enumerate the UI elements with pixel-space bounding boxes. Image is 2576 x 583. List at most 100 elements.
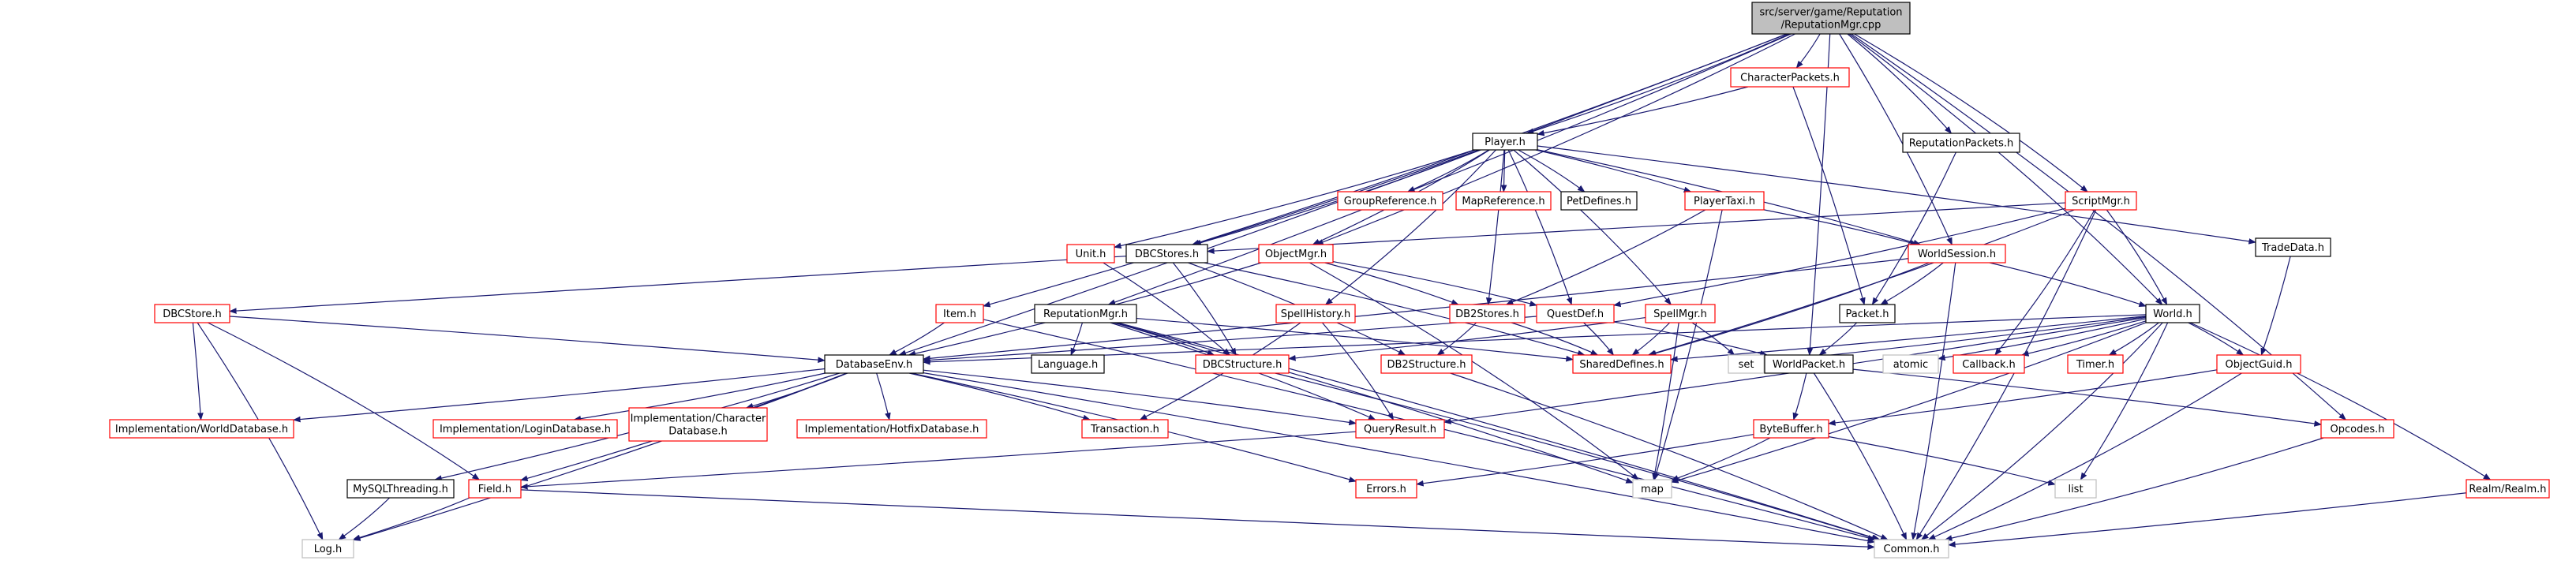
edge-root-to-world <box>1848 33 2163 305</box>
node-transaction[interactable]: Transaction.h <box>1081 419 1169 439</box>
node-label-databaseenv: DatabaseEnv.h <box>836 359 913 371</box>
edge-unit-to-dbcstructure <box>1103 262 1230 356</box>
node-box-errors <box>1355 479 1417 499</box>
node-map[interactable]: map <box>1632 479 1672 499</box>
node-callback[interactable]: Callback.h <box>1953 354 2025 374</box>
node-label-root: src/server/game/Reputation <box>1759 7 1902 19</box>
edge-playertaxi-to-worldsession <box>1763 209 1918 246</box>
node-implworld[interactable]: Implementation/WorldDatabase.h <box>109 419 294 439</box>
edge-player-to-playertaxi <box>1535 149 1692 193</box>
node-box-petdefines <box>1560 191 1638 211</box>
edge-player-to-petdefines <box>1518 149 1586 192</box>
node-worldsession[interactable]: WorldSession.h <box>1908 244 2006 263</box>
node-implhotfix[interactable]: Implementation/HotfixDatabase.h <box>796 419 987 439</box>
node-mysqlthreading[interactable]: MySQLThreading.h <box>346 479 455 499</box>
edge-queryresult-to-field <box>520 431 1357 490</box>
edge-objectguid-to-bytebuffer <box>1828 369 2218 426</box>
edge-root-to-player <box>1526 33 1790 134</box>
node-db2structure[interactable]: DB2Structure.h <box>1380 354 1473 374</box>
edge-player-to-spellmgr <box>1513 149 1672 305</box>
node-spellmgr[interactable]: SpellMgr.h <box>1645 304 1716 323</box>
node-field[interactable]: Field.h <box>468 479 522 499</box>
node-timer[interactable]: Timer.h <box>2067 354 2124 374</box>
node-box-impllogin <box>432 419 618 439</box>
node-impllogin[interactable]: Implementation/LoginDatabase.h <box>432 419 618 439</box>
node-queryresult[interactable]: QueryResult.h <box>1355 419 1445 439</box>
node-language[interactable]: Language.h <box>1031 354 1105 374</box>
edge-characterpackets-to-packet <box>1792 86 1866 305</box>
node-box-objectguid <box>2216 354 2301 374</box>
edge-databaseenv-to-log <box>353 372 848 541</box>
node-petdefines[interactable]: PetDefines.h <box>1560 191 1638 211</box>
edge-spellmgr-to-shareddefines <box>1631 322 1671 356</box>
node-label-scriptmgr: ScriptMgr.h <box>2072 196 2130 207</box>
node-label-reputationmgr: ReputationMgr.h <box>1043 308 1128 320</box>
node-errors[interactable]: Errors.h <box>1355 479 1417 499</box>
node-scriptmgr[interactable]: ScriptMgr.h <box>2065 191 2137 211</box>
node-label-transaction: Transaction.h <box>1090 424 1159 435</box>
node-bytebuffer[interactable]: ByteBuffer.h <box>1753 419 1829 439</box>
node-atomic[interactable]: atomic <box>1882 354 1939 374</box>
edge-spellmgr-to-set <box>1691 322 1735 356</box>
edge-reputationpackets-to-packet <box>1871 151 1956 305</box>
node-list[interactable]: list <box>2054 479 2097 499</box>
node-box-objectmgr <box>1258 244 1334 263</box>
node-characterpackets[interactable]: CharacterPackets.h <box>1730 67 1850 88</box>
node-item[interactable]: Item.h <box>935 304 984 323</box>
node-shareddefines[interactable]: SharedDefines.h <box>1572 354 1672 374</box>
node-reputationmgr[interactable]: ReputationMgr.h <box>1034 304 1137 323</box>
node-playertaxi[interactable]: PlayerTaxi.h <box>1684 191 1765 211</box>
node-mapreference[interactable]: MapReference.h <box>1455 191 1552 211</box>
node-common[interactable]: Common.h <box>1874 539 1949 559</box>
edge-player-to-unit <box>1114 149 1475 249</box>
node-objectguid[interactable]: ObjectGuid.h <box>2216 354 2301 374</box>
edge-scriptmgr-to-world <box>2106 209 2168 305</box>
node-label-field: Field.h <box>478 484 511 495</box>
node-label-questdef: QuestDef.h <box>1547 308 1604 320</box>
edge-spellhistory-to-queryresult <box>1321 322 1395 420</box>
edge-world-to-common <box>1921 322 2163 540</box>
node-world[interactable]: World.h <box>2145 304 2200 323</box>
node-worldpacket[interactable]: WorldPacket.h <box>1764 354 1854 374</box>
node-box-questdef <box>1536 304 1615 323</box>
edge-worldsession-to-world <box>1989 262 2147 307</box>
edge-bytebuffer-to-errors <box>1416 433 1754 487</box>
node-box-mapreference <box>1455 191 1552 211</box>
node-spellhistory[interactable]: SpellHistory.h <box>1275 304 1356 323</box>
edge-scriptmgr-to-shareddefines <box>1647 209 2075 357</box>
node-packet[interactable]: Packet.h <box>1839 304 1896 323</box>
node-player[interactable]: Player.h <box>1472 133 1538 151</box>
edge-field-to-common <box>520 489 1875 550</box>
node-box-map <box>1632 479 1672 499</box>
node-databaseenv[interactable]: DatabaseEnv.h <box>824 354 924 374</box>
node-box-list <box>2054 479 2097 499</box>
node-box-db2stores <box>1449 304 1526 323</box>
node-log[interactable]: Log.h <box>301 539 354 559</box>
node-objectmgr[interactable]: ObjectMgr.h <box>1258 244 1334 263</box>
node-questdef[interactable]: QuestDef.h <box>1536 304 1615 323</box>
node-unit[interactable]: Unit.h <box>1066 244 1115 263</box>
node-box-unit <box>1066 244 1115 263</box>
node-box-spellhistory <box>1275 304 1356 323</box>
node-root: src/server/game/Reputation/ReputationMgr… <box>1751 2 1911 35</box>
node-realm[interactable]: Realm/Realm.h <box>2466 479 2550 499</box>
node-set[interactable]: set <box>1728 354 1765 374</box>
node-tradedata[interactable]: TradeData.h <box>2255 237 2331 257</box>
node-groupreference[interactable]: GroupReference.h <box>1337 191 1443 211</box>
node-label-objectguid: ObjectGuid.h <box>2226 359 2293 371</box>
edge-databaseenv-to-transaction <box>908 372 1091 421</box>
node-label-common: Common.h <box>1884 544 1940 555</box>
node-db2stores[interactable]: DB2Stores.h <box>1449 304 1526 323</box>
node-reputationpackets[interactable]: ReputationPackets.h <box>1902 133 2020 153</box>
node-box-worldsession <box>1908 244 2006 263</box>
node-tradedataneighbor[interactable]: Opcodes.h <box>2320 419 2394 439</box>
node-dbcstructure[interactable]: DBCStructure.h <box>1195 354 1290 374</box>
edge-tradedata-to-objectguid <box>2260 256 2291 356</box>
node-label-root: /ReputationMgr.cpp <box>1781 20 1881 32</box>
node-dbcstores[interactable]: DBCStores.h <box>1125 244 1208 263</box>
node-box-dbcstructure <box>1195 354 1290 374</box>
node-label-shareddefines: SharedDefines.h <box>1579 359 1664 371</box>
node-dbcstore[interactable]: DBCStore.h <box>154 304 230 323</box>
edge-player-to-db2stores <box>1485 149 1505 305</box>
